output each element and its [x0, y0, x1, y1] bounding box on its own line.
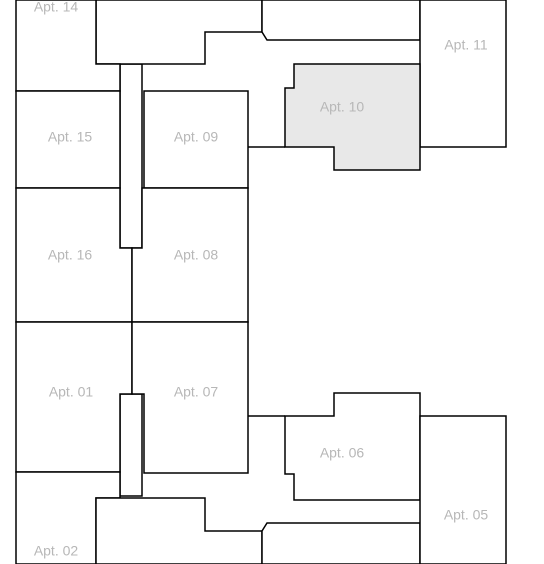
- unit-apt-01[interactable]: [15, 321, 133, 473]
- unit-apt-15[interactable]: [15, 90, 121, 189]
- central-corridor: [119, 63, 143, 249]
- unit-apt-05[interactable]: [419, 415, 507, 564]
- unit-apt-06[interactable]: [284, 392, 421, 501]
- unit-apt-10[interactable]: [284, 63, 421, 171]
- unit-apt-16[interactable]: [15, 187, 133, 323]
- unit-apt-09[interactable]: [143, 90, 249, 189]
- unit-apt-08[interactable]: [131, 187, 249, 323]
- unit-bottom-right-partial[interactable]: [261, 522, 421, 564]
- unit-apt-11[interactable]: [419, 0, 507, 148]
- unit-top-right-partial[interactable]: [261, 0, 421, 41]
- unit-top-left-partial[interactable]: [95, 0, 263, 65]
- unit-bottom-left-partial[interactable]: [95, 497, 263, 564]
- unit-apt-07[interactable]: [131, 321, 249, 474]
- lower-corridor: [119, 393, 143, 497]
